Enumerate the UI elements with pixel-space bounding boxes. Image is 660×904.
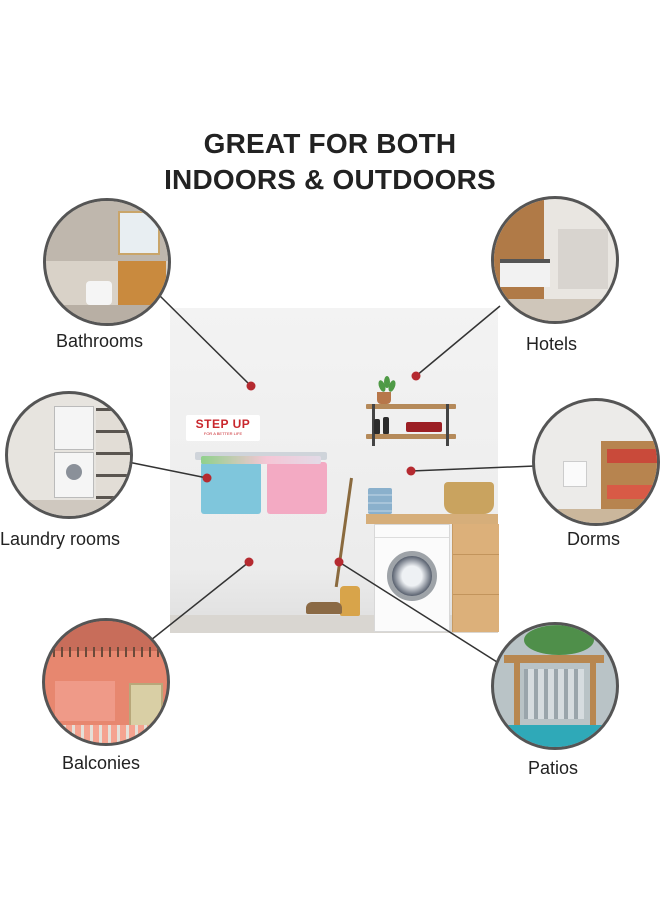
counter-top	[366, 514, 498, 524]
floor	[535, 509, 657, 523]
brand-tagline: FOR A BETTER LIFE	[203, 431, 243, 436]
plant-pot	[377, 392, 391, 404]
washer-door	[66, 464, 82, 480]
mirror	[118, 211, 160, 255]
pool	[494, 725, 616, 747]
folded-towels	[368, 488, 392, 514]
pergola-post	[514, 655, 520, 725]
window	[563, 461, 587, 487]
hotel-photo	[491, 196, 619, 324]
shelf-bracket	[446, 404, 449, 446]
label-balconies: Balconies	[62, 753, 141, 773]
washer-door	[387, 551, 437, 601]
laundry-photo	[5, 391, 133, 519]
brand-logo: STEP UP FOR A BETTER LIFE	[186, 415, 260, 441]
upper-shelf	[366, 404, 456, 409]
shoes	[306, 602, 342, 614]
headline: GREAT FOR BOTH INDOORS & OUTDOORS	[0, 126, 660, 198]
label-laundry-rooms: Laundry rooms	[0, 529, 121, 549]
dryer	[54, 406, 94, 450]
wall-drying-rack	[195, 452, 327, 514]
upper-facade	[45, 621, 167, 651]
bathroom-photo	[43, 198, 171, 326]
wall	[55, 681, 115, 721]
towel-pink	[267, 462, 327, 514]
bed	[500, 259, 550, 287]
railing	[45, 647, 167, 657]
dorm-photo	[532, 398, 660, 526]
wardrobe	[558, 229, 608, 289]
patio-photo	[491, 622, 619, 750]
cabinet	[452, 524, 499, 632]
headline-line-1: GREAT FOR BOTH	[203, 128, 457, 159]
balcony-rail	[45, 725, 167, 743]
washer-panel	[375, 525, 449, 538]
towel-blue	[201, 462, 261, 514]
balcony-photo	[42, 618, 170, 746]
screen-wall	[524, 669, 584, 719]
bunk-bedding	[607, 449, 657, 463]
lower-shelf	[366, 434, 456, 439]
shelf-bracket	[372, 404, 375, 446]
shelving	[96, 408, 130, 504]
broom-head	[340, 586, 360, 616]
bottle	[383, 417, 389, 434]
vanity	[118, 261, 166, 309]
plant-leaf	[384, 376, 390, 388]
brand-name: STEP UP	[195, 417, 251, 431]
floor	[46, 305, 168, 323]
cabinet-seam	[453, 554, 499, 555]
label-patios: Patios	[528, 758, 579, 778]
red-towel	[406, 422, 442, 432]
floor	[494, 299, 616, 321]
pergola-post	[590, 655, 596, 725]
pergola-beam	[504, 655, 604, 663]
floor	[8, 500, 130, 516]
bottle	[374, 419, 380, 434]
toilet	[86, 281, 112, 305]
wicker-basket	[444, 482, 494, 514]
cabinet-seam	[453, 594, 499, 595]
label-bathrooms: Bathrooms	[56, 331, 144, 351]
bunk-bedding	[607, 485, 657, 499]
label-hotels: Hotels	[526, 334, 578, 354]
towel-strip	[201, 456, 321, 464]
washing-machine	[374, 524, 450, 632]
palm-tree	[524, 625, 594, 655]
headline-line-2: INDOORS & OUTDOORS	[164, 164, 496, 195]
label-dorms: Dorms	[567, 529, 620, 549]
